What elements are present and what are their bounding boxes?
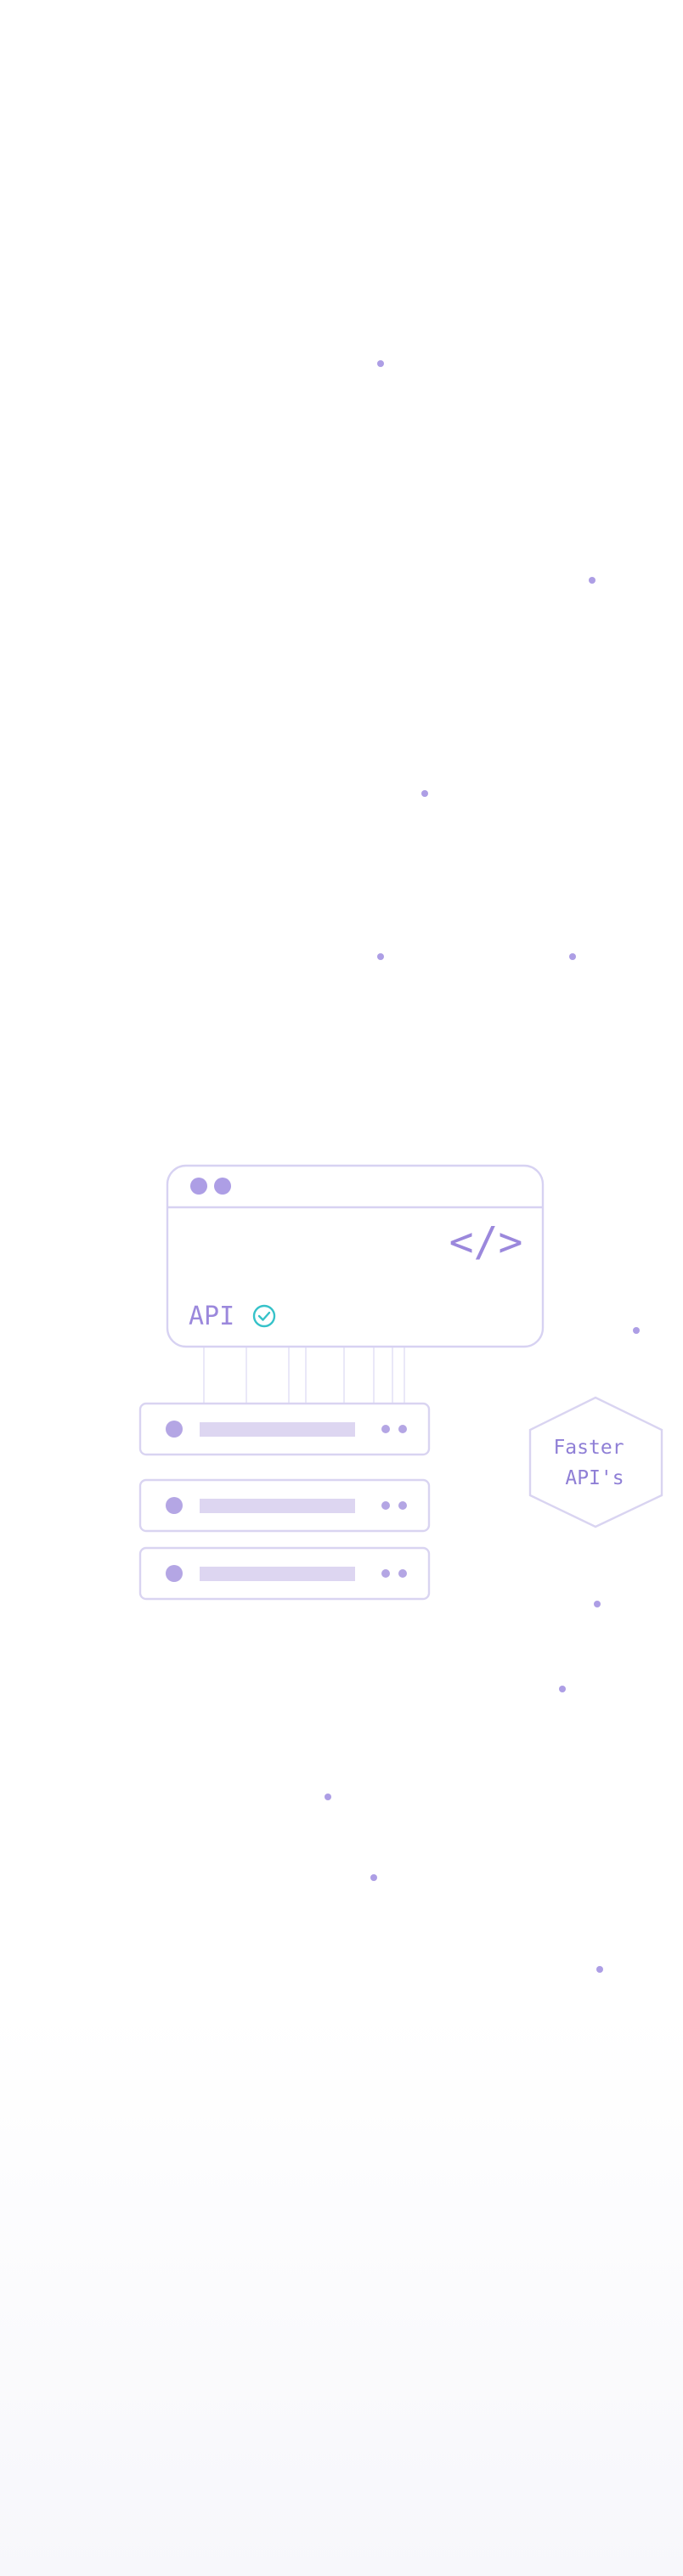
badge-line-2: API's: [565, 1467, 624, 1489]
api-window: </> API: [166, 1164, 545, 1348]
window-control-dot: [214, 1178, 231, 1195]
junction-dots: [325, 360, 640, 1973]
badge-line-1: Faster: [553, 1437, 624, 1459]
server-rack-1: [138, 1402, 431, 1456]
horizontal-lines: [17, 363, 683, 1970]
code-icon: </>: [449, 1218, 523, 1266]
api-label: API: [189, 1302, 234, 1331]
window-control-dot: [190, 1178, 207, 1195]
server-rack-3: [138, 1546, 431, 1601]
check-circle-icon: [252, 1304, 276, 1328]
upper-vertical-lines: [300, 102, 648, 2362]
short-connectors: [203, 1347, 405, 1404]
server-rack-2: [138, 1478, 431, 1533]
faster-apis-badge: Faster API's: [528, 1396, 663, 1528]
lower-vertical-lines: [250, 1597, 409, 2328]
